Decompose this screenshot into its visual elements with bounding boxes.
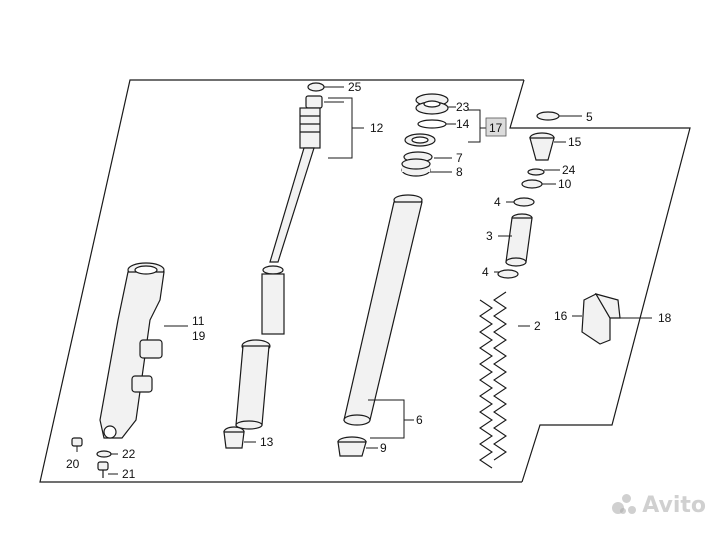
label-23: 23	[456, 100, 470, 114]
label-19: 19	[192, 329, 206, 343]
label-12: 12	[370, 121, 384, 135]
label-5: 5	[586, 110, 593, 124]
right-parts-group	[497, 111, 560, 279]
label-9: 9	[380, 441, 387, 455]
fork-guard-part	[581, 293, 621, 345]
label-3: 3	[486, 229, 493, 243]
label-13: 13	[260, 435, 274, 449]
label-7: 7	[456, 151, 463, 165]
label-4-lower: 4	[482, 265, 489, 279]
label-22: 22	[122, 447, 136, 461]
damper-rod-part	[235, 82, 325, 430]
label-6: 6	[416, 413, 423, 427]
part-labels: 25 12 23 14 17 7 8 5 15 24 10 4 3 4 2 16…	[66, 80, 672, 481]
oil-lock-piece-part	[223, 426, 245, 449]
avito-wordmark: Avito	[642, 492, 706, 518]
label-17: 17	[489, 121, 503, 135]
label-16: 16	[554, 309, 568, 323]
label-21: 21	[122, 467, 136, 481]
part-4b-washer	[497, 269, 519, 279]
label-8: 8	[456, 165, 463, 179]
leader-lines	[76, 86, 652, 475]
fork-slider-part	[99, 262, 165, 439]
assembly-outline	[39, 79, 691, 483]
avito-logo-icon	[612, 492, 638, 518]
fork-spring-part	[479, 291, 507, 469]
label-11: 11	[192, 314, 205, 328]
seal-stack-part	[401, 93, 449, 177]
label-24: 24	[562, 163, 576, 177]
label-15: 15	[568, 135, 582, 149]
label-20: 20	[66, 457, 80, 471]
label-10: 10	[558, 177, 572, 191]
outline-left	[39, 79, 524, 483]
outline-right	[509, 79, 691, 483]
label-2: 2	[534, 319, 541, 333]
label-25: 25	[348, 80, 362, 94]
label-18: 18	[658, 311, 672, 325]
label-4-upper: 4	[494, 195, 501, 209]
label-14: 14	[456, 117, 470, 131]
inner-fork-tube-part	[337, 194, 423, 457]
part-5-oring	[536, 111, 560, 121]
callout-box-17	[485, 117, 507, 137]
avito-watermark: Avito	[612, 492, 706, 518]
part-4a-washer	[513, 197, 535, 207]
